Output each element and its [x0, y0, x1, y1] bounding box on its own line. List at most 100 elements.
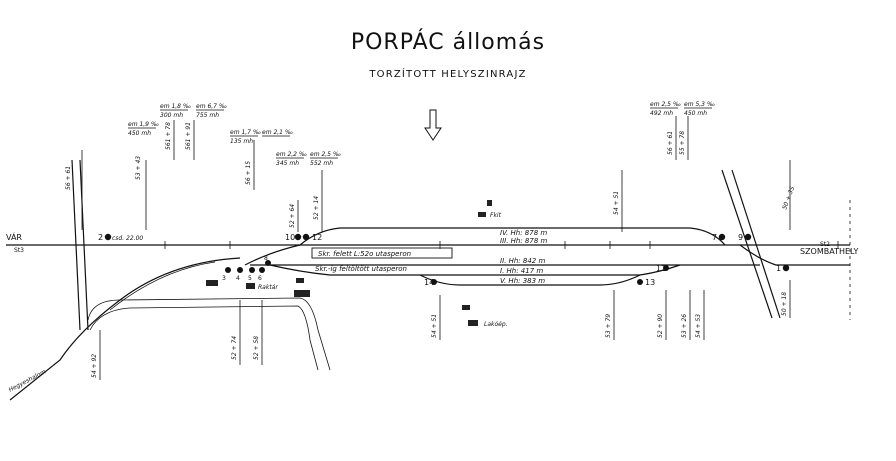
- signal-3: 3: [222, 267, 231, 282]
- direction-east-label: SZOMBATHELY: [800, 247, 858, 256]
- building-center: [294, 290, 310, 297]
- chainage-top-6: 52 + 64: [289, 200, 299, 232]
- km-marker-left: St3: [14, 247, 24, 254]
- svg-text:552 mh: 552 mh: [310, 160, 333, 167]
- svg-text:13: 13: [645, 278, 655, 287]
- track-i-label: I. Hh: 417 m: [500, 267, 543, 275]
- signal-12: 12: [302, 233, 322, 242]
- road-crossing-right: [721, 169, 773, 319]
- svg-text:50 + 3S: 50 + 3S: [781, 185, 796, 210]
- chainage-top-5: 56 + 15: [245, 140, 255, 190]
- direction-southwest-label: Hegyeshalom: [8, 368, 48, 394]
- svg-text:em 1,8 ‰: em 1,8 ‰: [160, 103, 191, 110]
- gradient-5: em 2,1 ‰: [262, 129, 293, 137]
- chainage-bottom-8: 54 + 53: [695, 290, 705, 340]
- svg-text:em 6,7 ‰: em 6,7 ‰: [196, 103, 227, 110]
- signal-1: 1: [776, 264, 790, 273]
- platform-lower-label: Skr.-ig feltöltött utasperon: [315, 265, 407, 273]
- road-crossing-left-2: [79, 159, 89, 331]
- chainage-top-8: 54 + 51: [613, 170, 623, 232]
- track-ii-label: II. Hh: 842 m: [500, 257, 545, 265]
- track-iv: [299, 227, 726, 246]
- gradient-7: em 2,5 ‰ 552 mh: [310, 151, 341, 167]
- svg-text:12: 12: [312, 233, 322, 242]
- chainage-top-9: 56 + 61: [667, 116, 677, 160]
- svg-text:em 5,3 ‰: em 5,3 ‰: [684, 101, 715, 108]
- chainage-bottom-4: 54 + 51: [431, 295, 441, 340]
- svg-text:10: 10: [285, 233, 295, 242]
- gradient-8: em 2,5 ‰ 492 mh: [650, 101, 681, 117]
- page-subtitle: TORZÍTOTT HELYSZINRAJZ: [369, 69, 527, 80]
- building-lakoep-label: Lakóép.: [484, 321, 508, 328]
- svg-text:53 + 43: 53 + 43: [135, 156, 142, 180]
- building-fkit: [478, 212, 486, 217]
- chainage-bottom-1: 54 + 92: [91, 330, 101, 380]
- svg-text:9: 9: [738, 233, 743, 242]
- signal-4: 4: [236, 267, 243, 282]
- svg-text:54 + 92: 54 + 92: [91, 354, 98, 378]
- hegyeshalom-branch-track: [9, 257, 241, 401]
- svg-text:135 mh: 135 mh: [230, 138, 253, 145]
- svg-text:561 + 78: 561 + 78: [165, 122, 172, 150]
- building-fkit-label: Fkit: [490, 212, 502, 219]
- branch-siding-track: [109, 261, 216, 311]
- gradient-9: em 5,3 ‰ 450 mh: [684, 101, 715, 117]
- track-ticks: [164, 241, 839, 249]
- chainage-bottom-6: 52 + 90: [657, 290, 667, 340]
- svg-text:55 + 78: 55 + 78: [679, 131, 686, 155]
- signal-9: 9: [738, 233, 752, 242]
- svg-text:14: 14: [424, 278, 434, 287]
- track-ii-left-connector: [244, 244, 301, 266]
- svg-text:5: 5: [248, 275, 252, 282]
- chainage-bottom-7: 53 + 26: [681, 290, 691, 340]
- svg-text:561 + 91: 561 + 91: [185, 122, 192, 150]
- building-raktar-label: Raktár: [258, 284, 278, 291]
- signal-14: 14: [424, 278, 437, 287]
- svg-text:345 mh: 345 mh: [276, 160, 299, 167]
- gradient-2: em 6,7 ‰ 755 mh: [196, 103, 227, 119]
- chainage-bottom-5: 53 + 79: [605, 290, 615, 340]
- svg-text:54 + 53: 54 + 53: [695, 314, 702, 338]
- svg-text:em 2,5 ‰: em 2,5 ‰: [310, 151, 341, 158]
- road-lower-2: [89, 305, 319, 371]
- gradient-3: em 1,9 ‰ 450 mh: [128, 121, 159, 137]
- building-small-top: [487, 200, 492, 206]
- svg-text:56 + 15: 56 + 15: [245, 161, 252, 185]
- svg-text:755 mh: 755 mh: [196, 112, 219, 119]
- direction-west-label: VÁR: [6, 231, 22, 242]
- svg-text:53 + 79: 53 + 79: [605, 314, 612, 338]
- svg-text:54 + 51: 54 + 51: [613, 191, 620, 215]
- building-lakoep: [468, 320, 478, 326]
- signal-2: 2: [98, 233, 112, 242]
- svg-text:52 + 64: 52 + 64: [289, 204, 296, 228]
- gradient-1: em 1,8 ‰ 300 mh: [160, 103, 191, 119]
- svg-text:54 + 51: 54 + 51: [431, 314, 438, 338]
- svg-text:450 mh: 450 mh: [684, 110, 707, 117]
- track-iii-label: III. Hh: 878 m: [500, 237, 548, 245]
- building-left: [206, 280, 218, 286]
- chainage-bottom-3: 52 + 58: [253, 300, 263, 365]
- svg-text:52 + 74: 52 + 74: [231, 336, 238, 360]
- svg-text:450 mh: 450 mh: [128, 130, 151, 137]
- svg-text:4: 4: [236, 275, 240, 282]
- building-small-bottom: [462, 305, 470, 310]
- gradient-4: em 1,7 ‰ 135 mh: [230, 129, 261, 145]
- signal-7: 7: [712, 233, 726, 242]
- svg-text:56 + 61: 56 + 61: [667, 131, 674, 155]
- track-iv-label: IV. Hh: 878 m: [500, 229, 547, 237]
- svg-text:52 + 14: 52 + 14: [313, 196, 320, 220]
- svg-text:56 + 61: 56 + 61: [65, 166, 72, 190]
- svg-text:em 1,9 ‰: em 1,9 ‰: [128, 121, 159, 128]
- chainage-bottom-9: 50 + 18: [781, 280, 791, 318]
- platform-upper-label: Skr. felett L:52o utasperon: [318, 250, 411, 258]
- km-marker-right: St2: [820, 241, 830, 248]
- chainage-top-10: 55 + 78: [679, 116, 689, 160]
- svg-text:6: 6: [258, 275, 262, 282]
- signal-8: 8: [264, 255, 271, 266]
- track-v-label: V. Hh: 383 m: [500, 277, 545, 285]
- signal-10: 10: [285, 233, 302, 242]
- track-ii-right-connector: [739, 244, 777, 266]
- signal-11: 11: [656, 264, 669, 273]
- north-arrow-icon: [424, 109, 442, 141]
